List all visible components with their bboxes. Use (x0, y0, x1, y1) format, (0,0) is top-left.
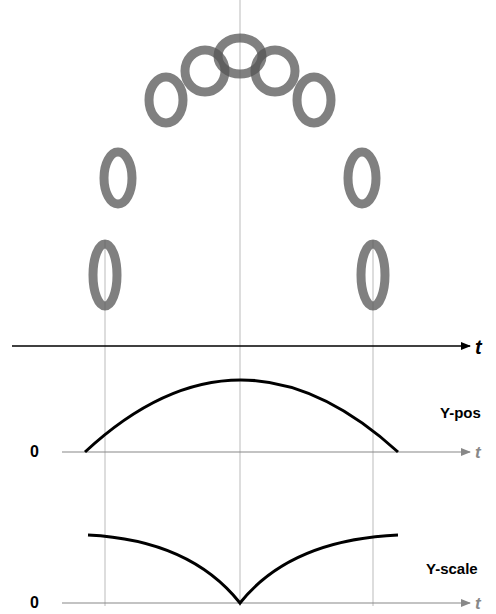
zero-label: 0 (30, 444, 39, 460)
zero-label: 0 (30, 595, 39, 611)
axis-label: t (475, 444, 481, 461)
guide-lines (105, 0, 373, 606)
axis-label: t (475, 595, 481, 612)
graph-title: Y-pos (440, 405, 481, 420)
ring-frames (93, 38, 385, 306)
time-axis (12, 345, 470, 347)
yscale-axis (62, 602, 470, 603)
graph-title: Y-scale (426, 561, 478, 576)
axis-label: t (475, 337, 482, 357)
ypos-curve (85, 380, 398, 452)
yscale-curve (88, 535, 398, 603)
ypos-axis (62, 451, 470, 452)
